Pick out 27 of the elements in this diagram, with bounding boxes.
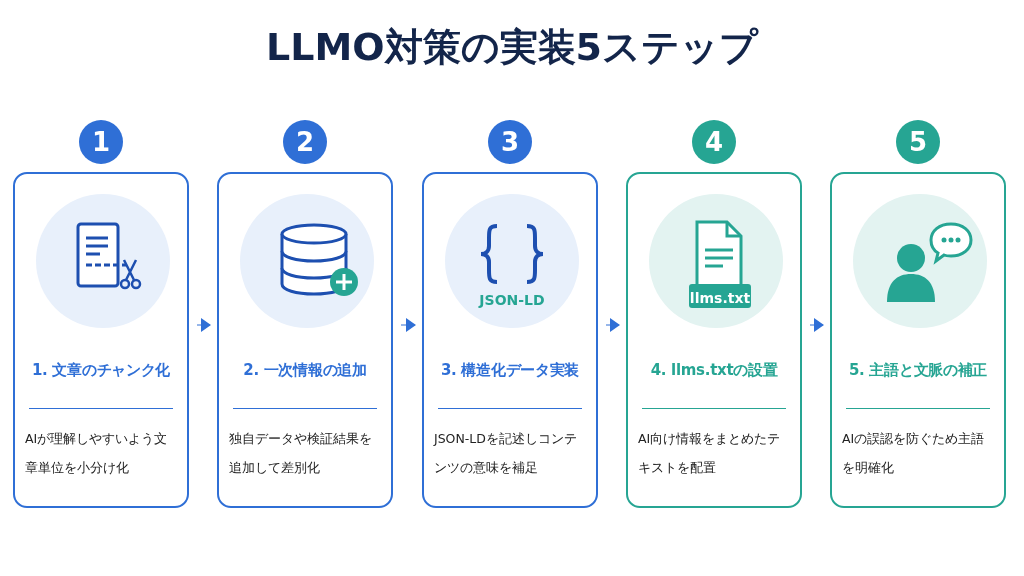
step-card bbox=[217, 172, 393, 508]
step-description: JSON-LDを記述しコンテンツの意味を補足 bbox=[434, 430, 578, 477]
arrow bbox=[400, 318, 416, 332]
step-description: AIが理解しやすいよう文章単位を小分け化 bbox=[25, 430, 169, 477]
step-card bbox=[13, 172, 189, 508]
step-heading: 3. 構造化データ実装 bbox=[439, 360, 581, 381]
step-description: AI向け情報をまとめたテキストを配置 bbox=[638, 430, 782, 477]
step-card bbox=[626, 172, 802, 508]
step-heading: 2. 一次情報の追加 bbox=[242, 360, 368, 381]
step-description: AIの誤認を防ぐため主語を明確化 bbox=[842, 430, 986, 477]
arrow bbox=[605, 318, 620, 332]
step-heading: 1. 文章のチャンク化 bbox=[30, 360, 172, 381]
step-card bbox=[830, 172, 1006, 508]
file-name-label: llms.txt bbox=[689, 289, 751, 308]
step-number-circle: 2 bbox=[283, 120, 327, 164]
step-heading: 5. 主語と文脈の補正 bbox=[847, 360, 989, 381]
step-number-circle: 1 bbox=[79, 120, 123, 164]
step-heading: 4. llms.txtの設置 bbox=[649, 360, 779, 381]
step-card bbox=[422, 172, 598, 508]
arrow bbox=[809, 318, 824, 332]
title: LLMO対策の実装5ステップ bbox=[265, 24, 760, 71]
arrow bbox=[196, 318, 211, 332]
step-number-circle: 5 bbox=[896, 120, 940, 164]
step-number-circle: 4 bbox=[692, 120, 736, 164]
step-number-circle: 3 bbox=[488, 120, 532, 164]
step-description: 独自データや検証結果を追加して差別化 bbox=[229, 430, 373, 477]
format-label: JSON-LD bbox=[477, 292, 546, 308]
